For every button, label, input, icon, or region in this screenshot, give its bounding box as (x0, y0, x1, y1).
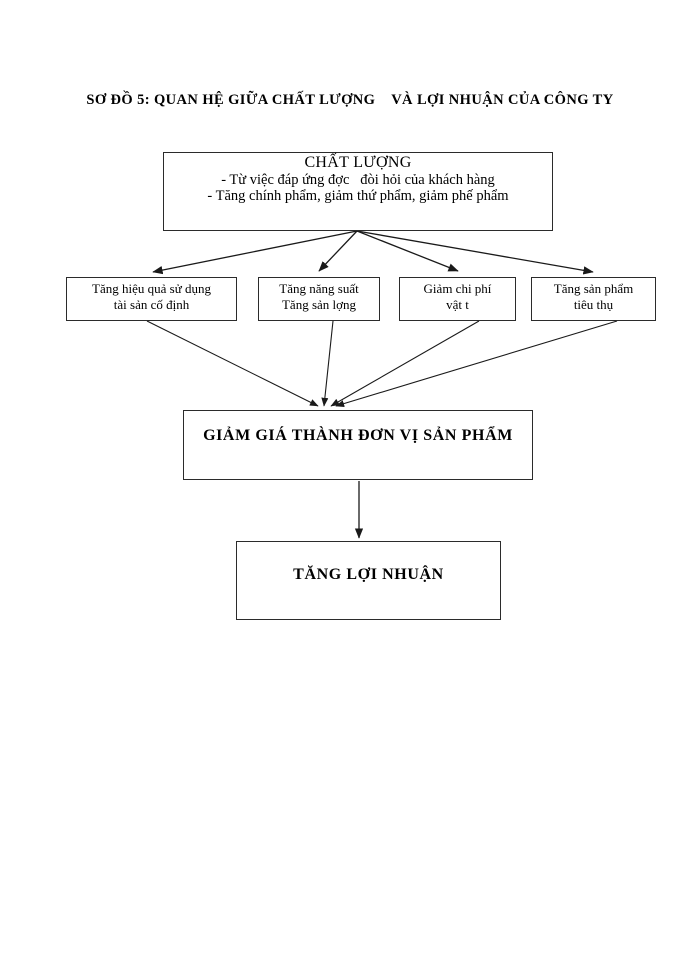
edge-fixed-assets-to-cost (146, 320, 319, 407)
node-material-cost-line-2: vật t (446, 296, 469, 312)
node-sales-volume-line-1: Tăng sản phẩm (553, 281, 634, 296)
edge-productivity-to-cost (321, 320, 334, 407)
edge-sales-volume-to-cost (335, 320, 618, 408)
edge-quality-to-sales-volume (356, 230, 594, 275)
node-fixed-assets[interactable]: Tăng hiệu quả sử dụng tài sản cố định (66, 277, 237, 321)
node-material-cost[interactable]: Giảm chi phí vật t (399, 277, 516, 321)
node-quality-line-2: - Tăng chính phẩm, giảm thứ phẩm, giảm p… (207, 188, 509, 205)
edge-material-cost-to-cost (330, 320, 480, 407)
page-title: SƠ ĐỒ 5: QUAN HỆ GIỮA CHẤT LƯỢNG VÀ LỢI … (86, 92, 614, 108)
node-fixed-assets-line-2: tài sản cố định (113, 296, 190, 312)
node-quality-heading: CHẤT LƯỢNG (304, 154, 412, 171)
node-productivity-line-2: Tăng sản lợng (281, 296, 357, 312)
node-productivity-line-1: Tăng năng suất (279, 281, 359, 296)
node-cost-reduction[interactable]: GIẢM GIÁ THÀNH ĐƠN VỊ SẢN PHẨM (183, 410, 533, 480)
node-material-cost-line-1: Giảm chi phí (423, 281, 492, 296)
node-profit[interactable]: TĂNG LỢI NHUẬN (236, 541, 501, 620)
node-quality[interactable]: CHẤT LƯỢNG - Từ việc đáp ứng đợc đòi hỏi… (163, 152, 553, 231)
edge-quality-to-productivity (318, 230, 358, 272)
edge-quality-to-material-cost (356, 230, 459, 272)
node-sales-volume[interactable]: Tăng sản phẩm tiêu thụ (531, 277, 656, 321)
edge-quality-to-fixed-assets (152, 230, 358, 275)
node-productivity[interactable]: Tăng năng suất Tăng sản lợng (258, 277, 380, 321)
node-sales-volume-line-2: tiêu thụ (573, 296, 614, 312)
node-fixed-assets-line-1: Tăng hiệu quả sử dụng (92, 281, 211, 296)
node-quality-line-1: - Từ việc đáp ứng đợc đòi hỏi của khách … (221, 171, 495, 188)
node-profit-label: TĂNG LỢI NHUẬN (293, 566, 444, 583)
node-cost-reduction-label: GIẢM GIÁ THÀNH ĐƠN VỊ SẢN PHẨM (203, 427, 513, 444)
